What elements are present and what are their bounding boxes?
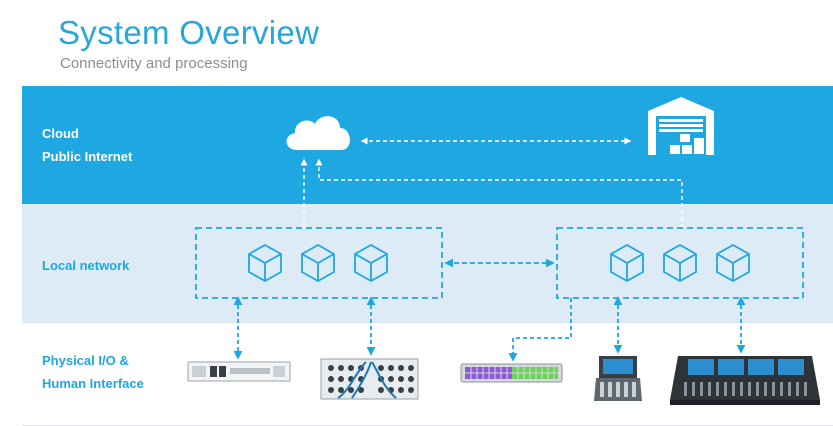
rack-unit-icon [187,361,291,382]
cloud-to-right-group-link [315,158,683,228]
local-layer-label-line1: Local network [42,258,130,273]
local-layer-label: Local network [42,254,129,277]
cube-icon [248,244,282,282]
large-console-icon [670,356,820,405]
local-processing-group-left [195,227,443,299]
cube-icon [354,244,388,282]
cloud-layer-label-line1: Cloud [42,126,79,141]
cube-icon [301,244,335,282]
stagebox-icon [460,363,563,383]
physical-layer-label: Physical I/O & Human Interface [42,349,144,395]
local-network-layer-band [22,204,833,323]
small-console-icon [594,356,642,401]
io-box-icon [320,358,419,400]
physical-layer-label-line2: Human Interface [42,376,144,391]
cloud-layer-label: Cloud Public Internet [42,122,132,168]
warehouse-icon [648,97,714,155]
cube-icon [716,244,750,282]
physical-layer-label-line1: Physical I/O & [42,353,129,368]
page-title: System Overview [58,14,320,51]
cube-icon [610,244,644,282]
page-subtitle: Connectivity and processing [60,55,248,72]
cloud-layer-label-line2: Public Internet [42,149,133,164]
cloud-icon [286,116,350,150]
link-to-stagebox [508,298,572,362]
cube-icon [663,244,697,282]
local-processing-group-right [556,227,804,299]
